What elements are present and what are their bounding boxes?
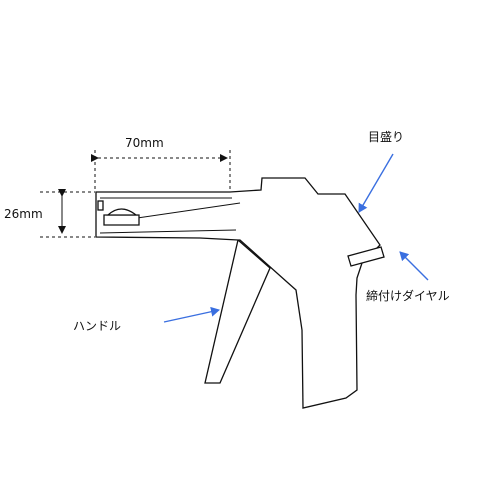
- handle-label: ハンドル: [73, 319, 121, 333]
- tool-body: [95, 177, 381, 409]
- clamp-dome: [106, 208, 138, 216]
- dim-length-label: 70mm: [125, 136, 164, 150]
- head-inner-line-bottom: [99, 229, 237, 234]
- scale-arrow: [358, 153, 394, 213]
- dim-height-label: 26mm: [4, 207, 43, 221]
- front-blade: [97, 200, 104, 211]
- handle-arrow: [163, 306, 220, 323]
- grip-handle: [204, 238, 271, 384]
- scale-label: 目盛り: [368, 129, 404, 144]
- dial-label: 締付けダイヤル: [366, 288, 450, 303]
- tightening-dial: [347, 246, 385, 267]
- clamp-plate: [103, 214, 140, 226]
- dial-arrow: [399, 251, 429, 281]
